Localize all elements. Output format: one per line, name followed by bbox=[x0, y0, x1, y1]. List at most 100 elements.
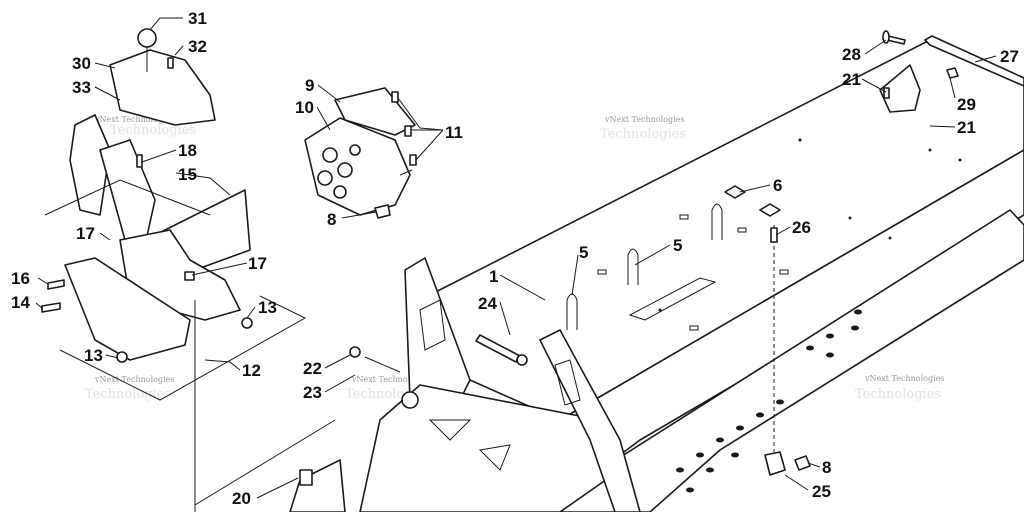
tunnel-fasteners bbox=[566, 185, 811, 476]
bolt-28-head bbox=[882, 30, 890, 44]
bracket-25 bbox=[764, 451, 786, 476]
watermark-shadow: Technologies bbox=[855, 387, 941, 402]
callout-13: 13 bbox=[84, 346, 103, 365]
deck-slot bbox=[628, 277, 717, 321]
front-frame-right-upright bbox=[539, 329, 641, 512]
assembly-line bbox=[194, 419, 336, 506]
leader-lines bbox=[35, 17, 997, 499]
callout-9: 9 bbox=[305, 76, 314, 95]
group-frame bbox=[59, 295, 307, 401]
callout-5: 5 bbox=[579, 243, 588, 262]
console-cover-30 bbox=[109, 49, 216, 126]
running-board-holes bbox=[676, 309, 862, 493]
bolt-20 bbox=[299, 469, 313, 486]
running-board bbox=[559, 209, 1024, 512]
front-frame bbox=[289, 257, 641, 512]
base-plate-12 bbox=[64, 257, 191, 361]
callout-14: 14 bbox=[11, 293, 30, 312]
washer-23 bbox=[364, 356, 401, 373]
screw-11 bbox=[404, 125, 412, 137]
group-frame bbox=[44, 179, 211, 216]
front-frame-left-upright bbox=[404, 257, 471, 401]
pivot-fasteners bbox=[349, 346, 401, 373]
callout-26: 26 bbox=[792, 218, 811, 237]
u-bolt-5 bbox=[627, 248, 639, 285]
rivet-21 bbox=[883, 87, 890, 99]
bolt-18 bbox=[136, 154, 143, 168]
rear-fasteners bbox=[882, 30, 959, 99]
callout-5: 5 bbox=[673, 236, 682, 255]
support-bracket-15 bbox=[69, 114, 111, 216]
screw-11-shaft bbox=[399, 169, 413, 176]
nut-13 bbox=[241, 317, 253, 329]
bolt-24-head bbox=[516, 354, 528, 366]
frame-cutout bbox=[428, 419, 472, 441]
clip-6 bbox=[724, 185, 746, 199]
support-bracket-15 bbox=[99, 139, 156, 246]
u-bolt-5 bbox=[711, 203, 723, 240]
callout-18: 18 bbox=[178, 141, 197, 160]
watermark-shadow: Technologies bbox=[85, 387, 171, 402]
callout-22: 22 bbox=[303, 359, 322, 378]
frame-cutout bbox=[419, 299, 446, 351]
callout-16: 16 bbox=[11, 269, 30, 288]
screw-11 bbox=[391, 91, 399, 103]
cover-hole bbox=[333, 185, 347, 199]
callout-labels: 31 32 30 33 18 15 17 17 16 14 13 13 12 9… bbox=[11, 9, 1019, 508]
callout-30: 30 bbox=[72, 54, 91, 73]
knob-31 bbox=[137, 28, 157, 48]
nut-8 bbox=[374, 204, 391, 219]
watermark-text: vNext Technologies bbox=[864, 374, 944, 383]
deck-holes bbox=[597, 138, 962, 331]
watermark-text: vNext Technologies bbox=[351, 375, 431, 384]
callout-15: 15 bbox=[178, 165, 197, 184]
callout-6: 6 bbox=[773, 176, 782, 195]
watermark-text: vNext Technologies bbox=[94, 115, 174, 124]
callout-21: 21 bbox=[842, 70, 861, 89]
watermark-text: vNext Technologies bbox=[604, 115, 684, 124]
nut-29 bbox=[946, 67, 959, 79]
cover-hole bbox=[337, 162, 353, 178]
callout-1: 1 bbox=[489, 267, 498, 286]
callout-27: 27 bbox=[1000, 47, 1019, 66]
callout-25: 25 bbox=[812, 482, 831, 501]
watermark-shadow: Technologies bbox=[600, 127, 686, 142]
callout-24: 24 bbox=[478, 294, 497, 313]
callout-33: 33 bbox=[72, 78, 91, 97]
screw-11 bbox=[409, 154, 417, 166]
callout-32: 32 bbox=[188, 37, 207, 56]
pivot-bushing bbox=[401, 391, 419, 409]
callout-29: 29 bbox=[957, 95, 976, 114]
washer-22 bbox=[349, 346, 361, 358]
callout-23: 23 bbox=[303, 383, 322, 402]
bolt-16 bbox=[47, 279, 65, 290]
frame-cutout bbox=[478, 444, 511, 471]
nut-8 bbox=[794, 455, 811, 471]
callout-21: 21 bbox=[957, 118, 976, 137]
rear-bumper bbox=[924, 35, 1024, 87]
watermark-shadow: Technologies bbox=[110, 123, 196, 138]
callout-28: 28 bbox=[842, 45, 861, 64]
callout-20: 20 bbox=[232, 489, 251, 508]
cover-hole bbox=[317, 170, 333, 186]
watermark-text: vNext Technologies bbox=[94, 375, 174, 384]
callout-11: 11 bbox=[445, 123, 463, 142]
left-assembly bbox=[41, 28, 336, 512]
lower-side-plate bbox=[289, 459, 346, 512]
nut-17 bbox=[184, 271, 195, 281]
callout-13: 13 bbox=[258, 298, 277, 317]
callout-17: 17 bbox=[76, 224, 95, 243]
callout-31: 31 bbox=[188, 9, 207, 28]
callout-8: 8 bbox=[822, 458, 831, 477]
frame-cutout bbox=[554, 359, 581, 406]
cover-hole bbox=[349, 144, 361, 156]
rear-bracket bbox=[879, 64, 921, 113]
callout-10: 10 bbox=[295, 98, 314, 117]
cover-plate-10 bbox=[304, 117, 411, 216]
bolt-14 bbox=[41, 302, 61, 313]
callout-8: 8 bbox=[327, 210, 336, 229]
clip-6 bbox=[759, 203, 781, 217]
nut-13 bbox=[116, 351, 128, 363]
